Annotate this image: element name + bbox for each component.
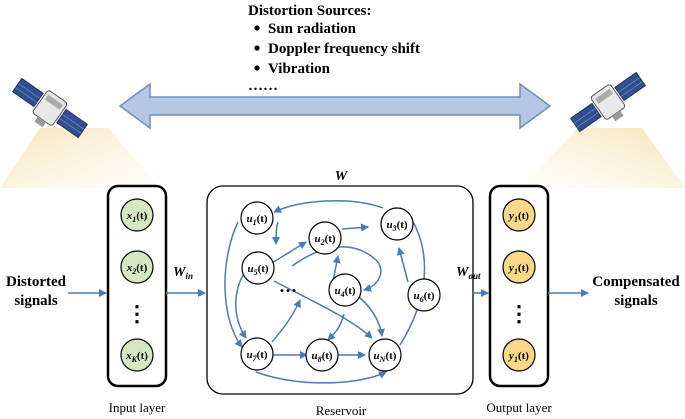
output-node: y1(t) [502,250,536,284]
svg-text:u4(t): u4(t) [334,285,355,299]
source-item-ellipsis: …… [248,78,278,94]
input-node: x1(t) [120,198,154,232]
left-beam [0,128,160,188]
svg-text:y1(t): y1(t) [507,210,529,224]
bullet-icon [254,25,260,31]
right-beam [520,128,685,188]
reservoir-node: u3(t) [380,207,414,241]
input-layer-label: Input layer [109,400,166,415]
edge [271,299,301,343]
svg-text:u7(t): u7(t) [246,349,267,363]
output-vertical-dots: ⋮ [508,301,530,326]
edge [273,280,373,339]
output-layer-label: Output layer [486,400,552,415]
satellite-right-icon [569,71,647,133]
svg-text:x1(t): x1(t) [126,210,148,224]
input-node: x2(t) [120,250,154,284]
reservoir-dots: … [279,276,297,296]
svg-text:u8(t): u8(t) [311,350,332,364]
input-node: xK(t) [120,338,154,372]
compensated-signals-label: Compensated [592,274,680,290]
reservoir-node: uN(t) [368,338,402,372]
w-in-label: Win [173,265,193,281]
svg-text:xK(t): xK(t) [125,350,148,364]
svg-text:uN(t): uN(t) [374,350,397,364]
edge [332,255,341,282]
edge [271,241,307,264]
input-layer-box [106,184,168,388]
satellite-left-icon [11,77,89,139]
svg-text:u3(t): u3(t) [386,219,407,233]
source-item: Vibration [268,61,331,77]
svg-text:u6(t): u6(t) [413,290,434,304]
edge [357,295,385,337]
edge [272,221,281,245]
compensated-signals-label-2: signals [614,293,658,309]
edge [341,223,369,232]
output-node: y1(t) [502,198,536,232]
reservoir-node: u5(t) [241,251,275,285]
bullet-icon [254,65,260,71]
svg-text:x2(t): x2(t) [126,262,148,276]
reservoir-node: u4(t) [328,273,362,307]
distorted-signals-label: Distorted [6,274,67,290]
reservoir-node: u1(t) [240,201,274,235]
w-label: W [335,169,349,184]
distorted-signals-label-2: signals [14,293,58,309]
svg-text:u5(t): u5(t) [247,263,268,277]
edge [396,247,409,283]
reservoir-node: u2(t) [308,221,342,255]
reservoir-node: u7(t) [240,337,274,371]
edge [235,274,247,339]
edge [255,371,387,384]
output-layer-box [488,184,550,388]
svg-text:y1(t): y1(t) [507,350,529,364]
reservoir-node: u6(t) [407,278,441,312]
edge [273,200,384,213]
sources-title: Distortion Sources: [248,3,371,19]
reservoir-label: Reservoir [316,403,367,418]
svg-text:u1(t): u1(t) [246,213,267,227]
source-item: Sun radiation [268,21,357,37]
input-vertical-dots: ⋮ [126,301,148,326]
svg-text:y1(t): y1(t) [507,262,529,276]
edge [327,313,345,341]
source-item: Doppler frequency shift [268,41,420,57]
output-node: y1(t) [502,338,536,372]
svg-text:u2(t): u2(t) [314,233,335,247]
w-out-label: Wout [456,265,481,281]
bidirectional-arrow-icon [118,82,552,130]
reservoir-node: u8(t) [305,338,339,372]
sources-list: Sun radiation Doppler frequency shift Vi… [248,21,420,94]
edge [224,221,243,348]
bullet-icon [254,45,260,51]
edge [291,246,382,292]
